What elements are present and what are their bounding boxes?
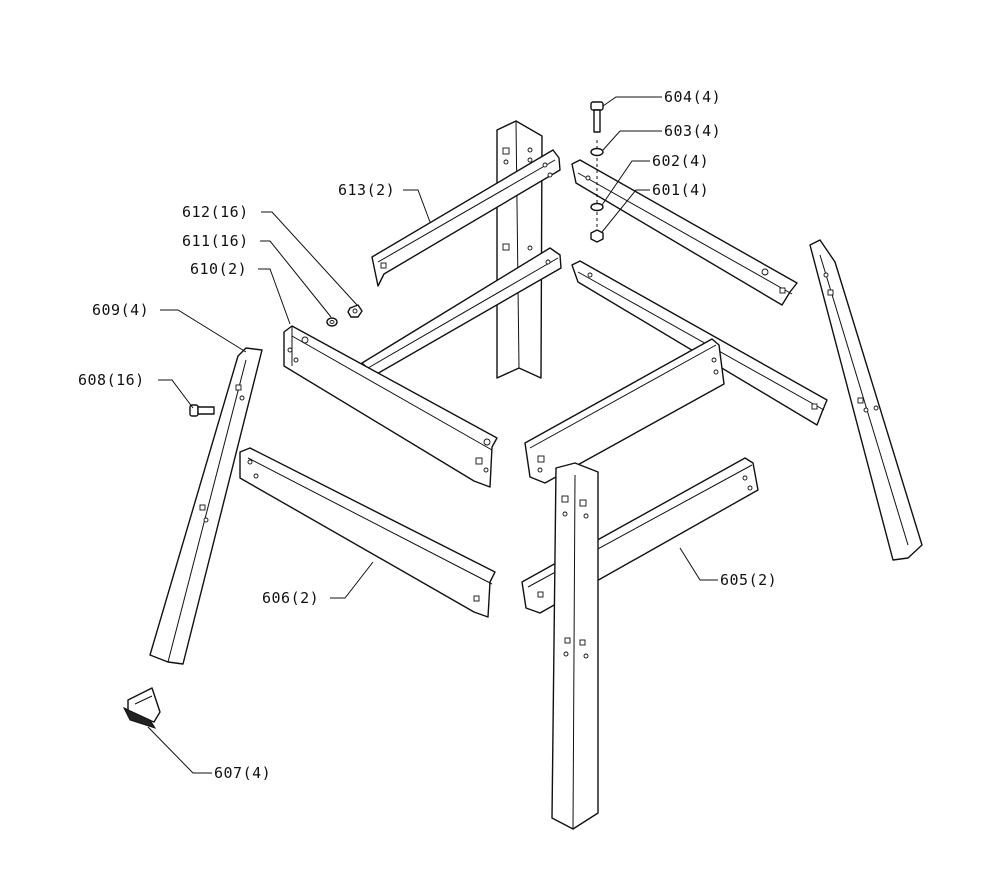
bolt-shank-604 bbox=[593, 109, 601, 133]
callout-606: 606(2) bbox=[262, 589, 319, 607]
callout-608: 608(16) bbox=[78, 371, 145, 389]
callout-612: 612(16) bbox=[182, 203, 249, 221]
back-leg bbox=[496, 120, 543, 379]
bolt-head-604 bbox=[590, 101, 604, 111]
callout-607: 607(4) bbox=[214, 764, 271, 782]
callout-602: 602(4) bbox=[652, 152, 709, 170]
nut-612 bbox=[347, 304, 363, 318]
right-leg bbox=[809, 239, 923, 561]
front-leg bbox=[551, 462, 599, 830]
upper-rail-front-right bbox=[524, 338, 725, 484]
washer-611 bbox=[326, 317, 338, 327]
washer-603 bbox=[590, 147, 604, 157]
bolt-stack bbox=[590, 101, 604, 243]
bolt-608 bbox=[189, 404, 215, 417]
callout-611: 611(16) bbox=[182, 232, 249, 250]
callout-604: 604(4) bbox=[664, 88, 721, 106]
callout-603: 603(4) bbox=[664, 122, 721, 140]
foot-607 bbox=[122, 687, 161, 729]
lower-rail-606 bbox=[239, 447, 496, 618]
left-leg-609 bbox=[149, 347, 263, 665]
upper-rail-right bbox=[571, 159, 798, 306]
callout-605: 605(2) bbox=[720, 571, 777, 589]
callout-601: 601(4) bbox=[652, 181, 709, 199]
callout-610: 610(2) bbox=[190, 260, 247, 278]
upper-rail-613 bbox=[371, 149, 561, 287]
leader-lines bbox=[147, 96, 718, 774]
callout-613: 613(2) bbox=[338, 181, 395, 199]
nut-601 bbox=[590, 229, 604, 243]
washer-602 bbox=[590, 202, 604, 212]
callout-609: 609(4) bbox=[92, 301, 149, 319]
upper-rail-610 bbox=[283, 325, 498, 488]
inner-rail-right bbox=[571, 260, 828, 426]
callout-labels: 604(4) 603(4) 602(4) 601(4) 613(2) 612(1… bbox=[78, 88, 777, 782]
